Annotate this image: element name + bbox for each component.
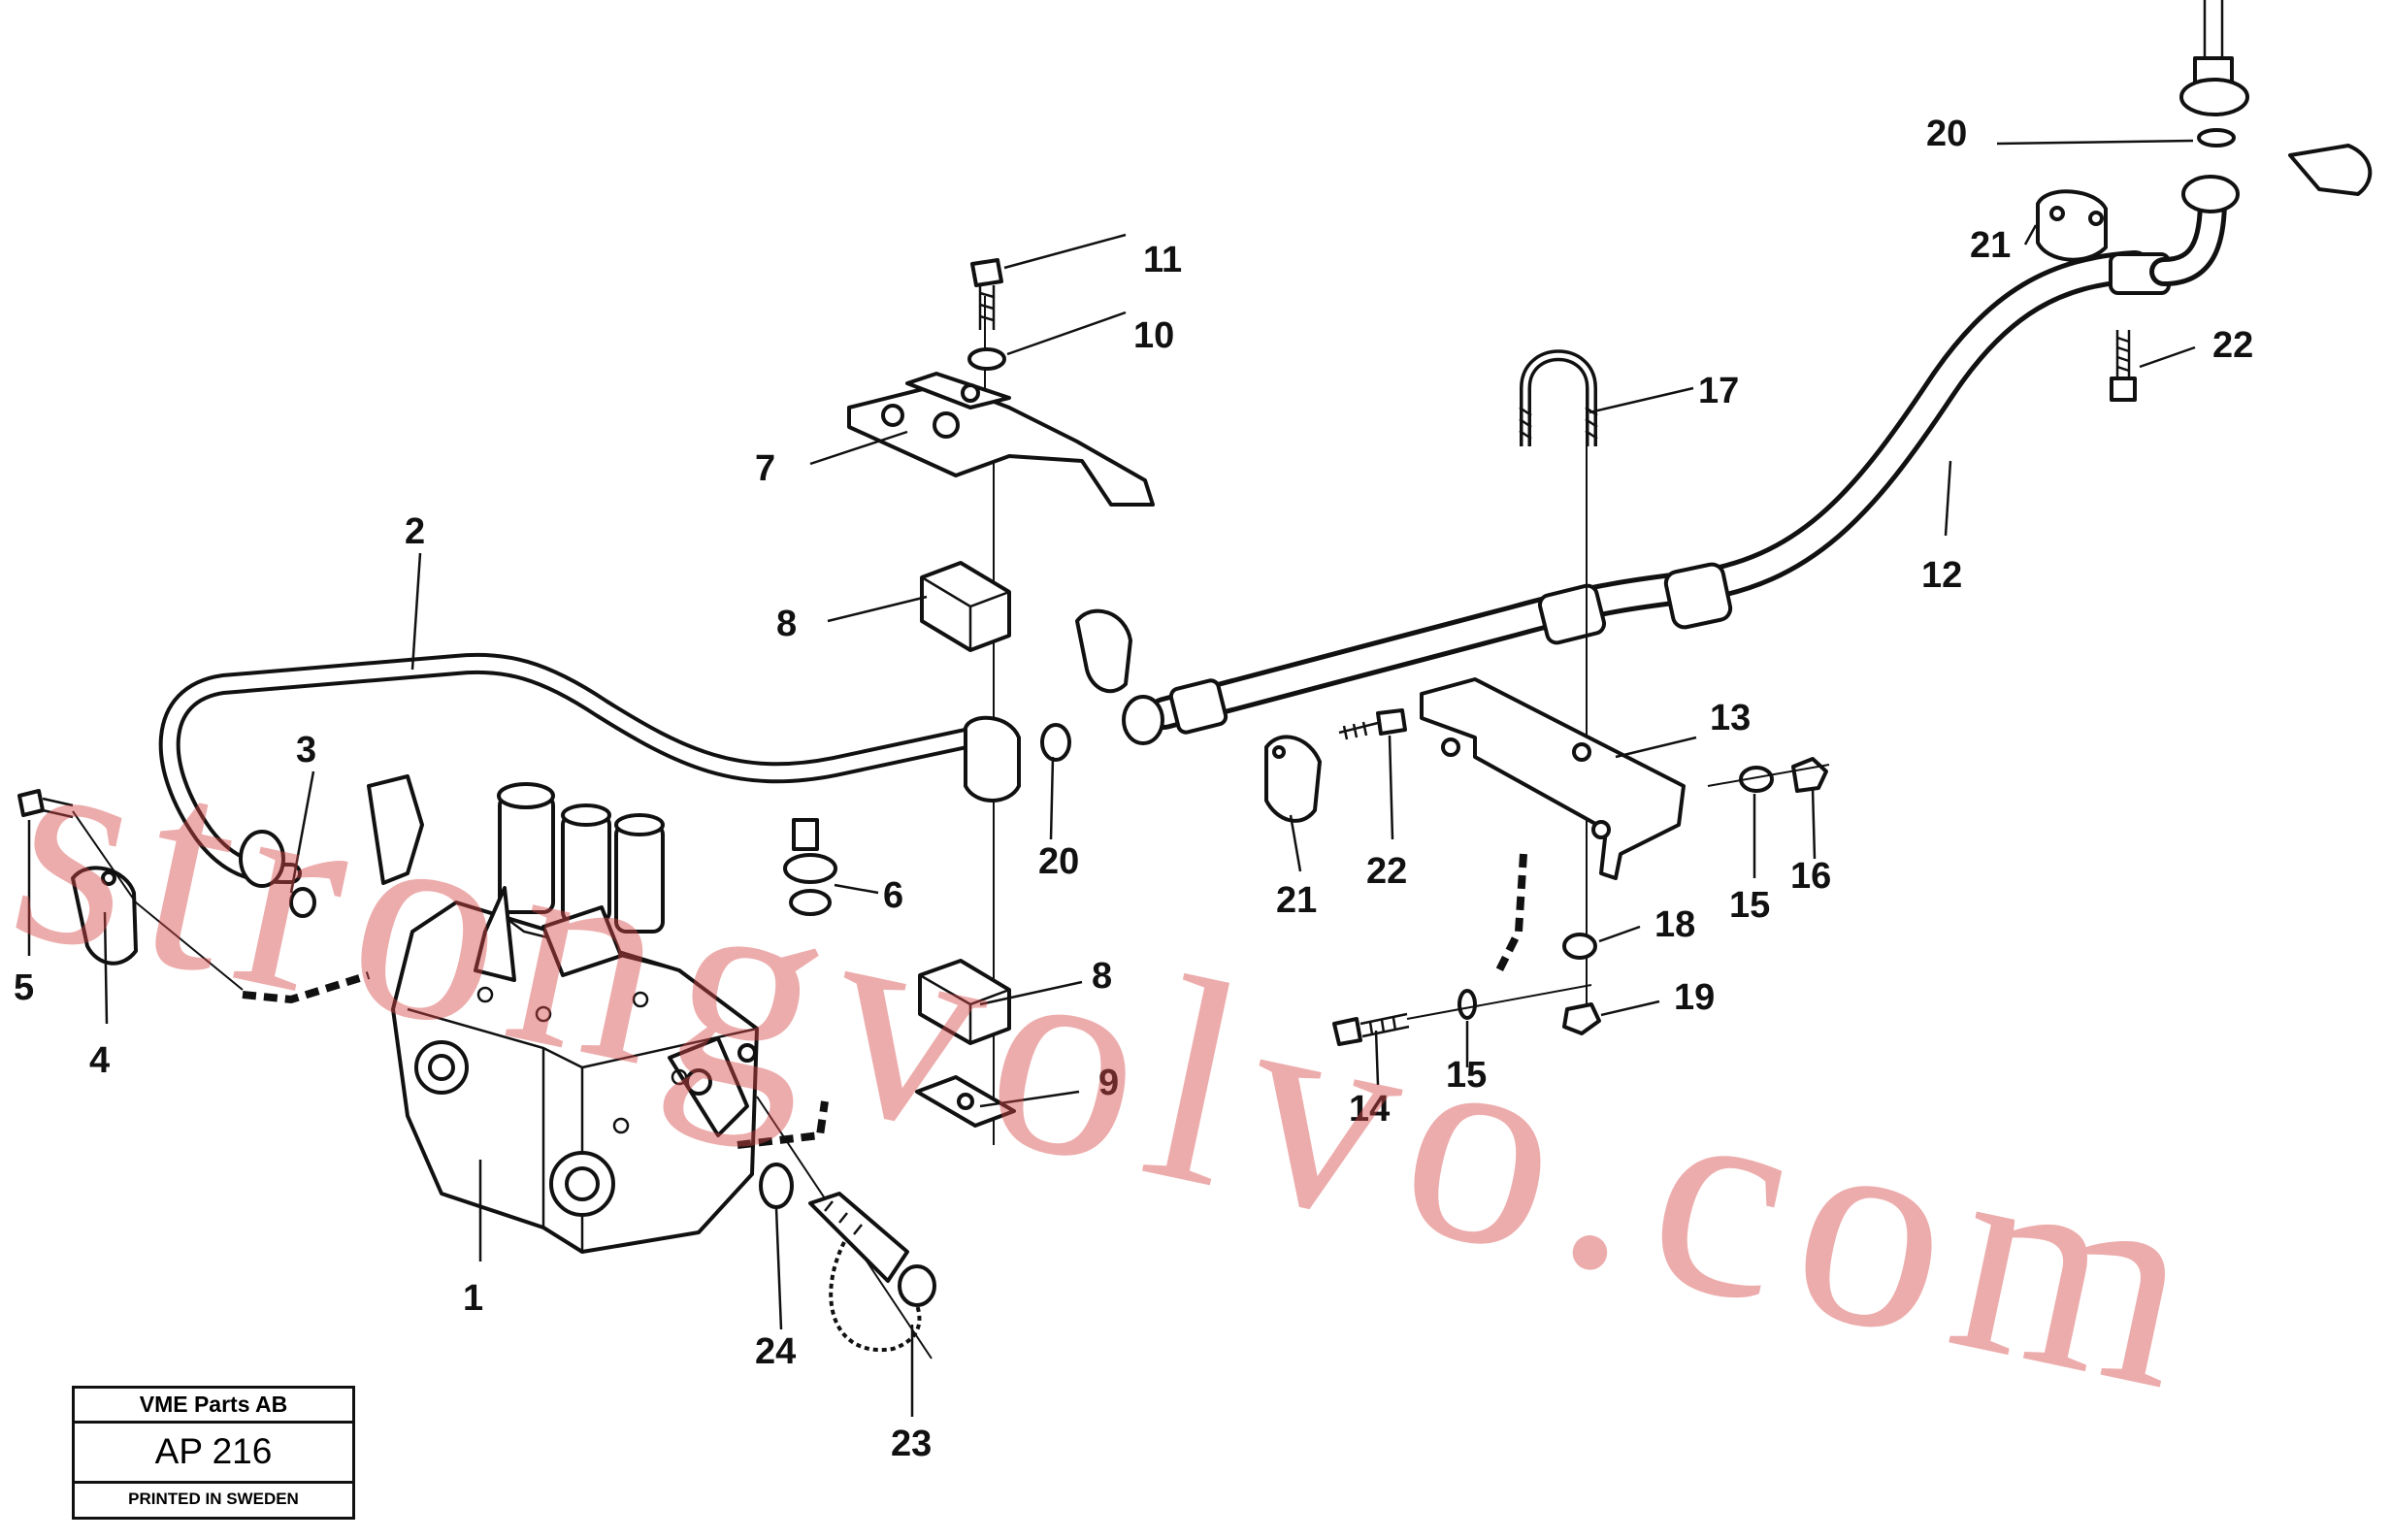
clamp-block-8-lower <box>918 959 1011 1045</box>
callout-17: 17 <box>1698 371 1739 411</box>
callout-6: 6 <box>883 875 903 916</box>
test-plug-23 <box>808 1192 936 1353</box>
callout-2: 2 <box>405 511 425 552</box>
callout-1: 1 <box>463 1278 483 1319</box>
callout-22-top: 22 <box>2212 325 2253 366</box>
hose-fitting-lower <box>1168 678 1228 735</box>
callout-21-top: 21 <box>1970 225 2011 266</box>
title-block: VME Parts AB AP 216 PRINTED IN SWEDEN <box>72 1386 355 1520</box>
washer-15 <box>1739 766 1774 793</box>
flange-half-left <box>367 774 424 885</box>
hose-elbow-flange <box>2181 175 2240 213</box>
screw-22-lower <box>1338 708 1407 740</box>
callout-18: 18 <box>1654 904 1695 945</box>
screw-14 <box>1332 1012 1410 1046</box>
clamp-block-8-upper <box>920 561 1011 652</box>
o-ring-20-top <box>2197 128 2236 147</box>
valve-hidden-line <box>737 1100 829 1149</box>
bracket-hidden-leg <box>1495 853 1527 972</box>
washer-15-lower <box>1458 989 1477 1020</box>
hose-ferrule-mid <box>1663 562 1733 630</box>
washer-24 <box>759 1163 794 1209</box>
callout-11: 11 <box>1143 240 1182 280</box>
washer-18 <box>1562 933 1597 960</box>
callout-24: 24 <box>755 1331 796 1372</box>
callout-8-lower: 8 <box>1092 956 1112 997</box>
control-valve-1 <box>391 782 759 1254</box>
hose-ferrule-lower <box>1537 583 1607 645</box>
callout-4: 4 <box>89 1040 110 1081</box>
tube-2 <box>158 652 981 884</box>
callout-21-lower: 21 <box>1276 880 1317 921</box>
bracket-plate-7 <box>847 372 1155 507</box>
leader-lines <box>27 139 2196 1417</box>
u-bolt-17 <box>1519 349 1598 446</box>
callout-13: 13 <box>1710 698 1751 738</box>
bracket-13 <box>1420 677 1686 880</box>
callout-15: 15 <box>1729 885 1770 926</box>
tube-2-hidden-section <box>242 971 371 1004</box>
title-company: VME Parts AB <box>75 1389 352 1424</box>
washer-10 <box>967 347 1006 371</box>
nut-16 <box>1791 757 1828 793</box>
flange-half-right <box>2288 144 2373 196</box>
upper-flange <box>2179 78 2249 116</box>
nut-19 <box>1562 1002 1601 1035</box>
screw-22-top <box>2110 330 2137 402</box>
callout-9: 9 <box>1098 1063 1119 1103</box>
callout-20-top: 20 <box>1926 114 1967 154</box>
screw-5 <box>17 789 74 819</box>
callout-3: 3 <box>296 730 316 770</box>
callout-14: 14 <box>1349 1089 1390 1130</box>
fitting-6 <box>783 818 837 916</box>
callout-7: 7 <box>755 448 775 489</box>
o-ring-20-center <box>1040 723 1071 762</box>
callout-numbers: 1 2 3 4 5 6 7 8 8 9 10 11 12 13 14 15 15… <box>14 114 2253 1464</box>
hose-12 <box>1148 250 2151 730</box>
callout-19: 19 <box>1674 977 1715 1018</box>
callout-8-upper: 8 <box>776 604 797 644</box>
title-code: AP 216 <box>75 1424 352 1484</box>
callout-23: 23 <box>891 1424 932 1464</box>
title-printed: PRINTED IN SWEDEN <box>128 1490 299 1508</box>
callout-16: 16 <box>1790 856 1831 897</box>
callout-12: 12 <box>1921 555 1962 596</box>
callout-10: 10 <box>1133 315 1174 356</box>
hose-fitting-ring <box>1122 695 1164 745</box>
callout-20-center: 20 <box>1038 841 1079 882</box>
callout-15-lower: 15 <box>1446 1055 1487 1096</box>
callout-22-lower: 22 <box>1366 851 1407 892</box>
flange-half-center <box>1075 608 1132 694</box>
fitting-3 <box>239 830 285 888</box>
flange-clamp-center <box>964 715 1021 803</box>
screw-11 <box>970 258 1003 330</box>
callout-5: 5 <box>14 967 34 1008</box>
o-ring-3 <box>289 887 316 918</box>
